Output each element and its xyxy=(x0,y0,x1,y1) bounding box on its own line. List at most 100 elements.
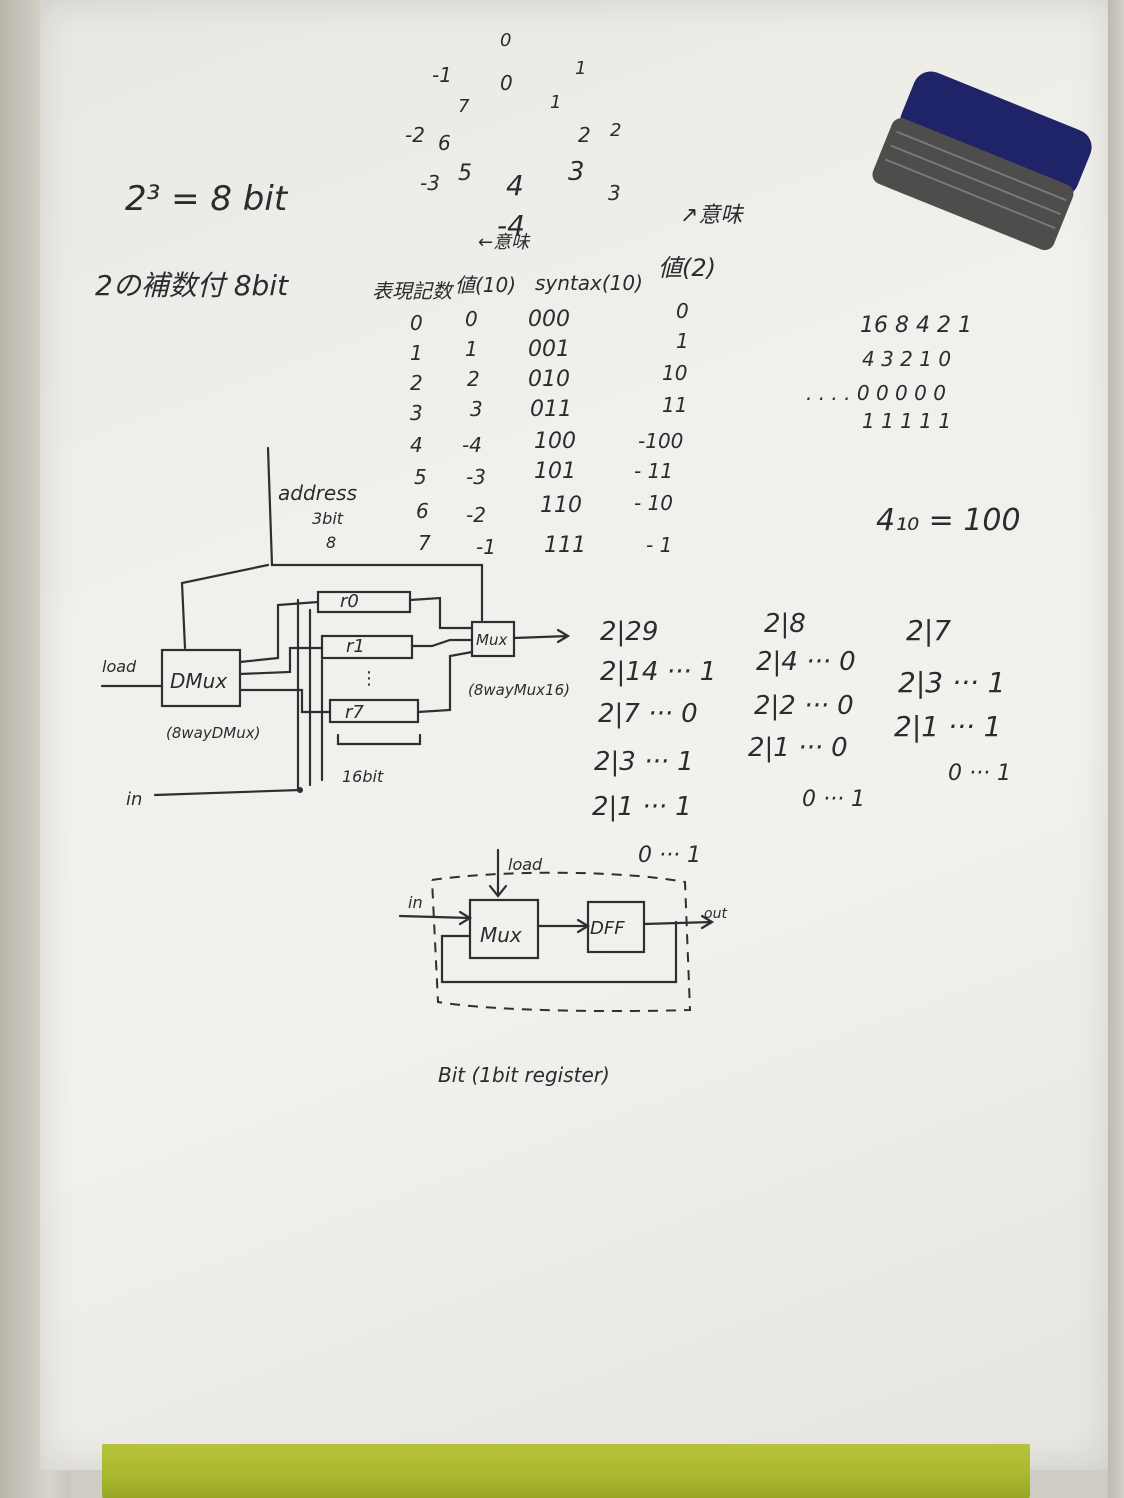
table-header: 表現記数 xyxy=(372,279,455,303)
svg-text:2|29: 2|29 xyxy=(600,617,658,647)
svg-text:110: 110 xyxy=(540,493,582,518)
table-row: 3 3 011 11 xyxy=(410,393,687,425)
svg-text:1: 1 xyxy=(410,341,423,365)
svg-text:-1: -1 xyxy=(476,535,496,559)
marker-tray xyxy=(102,1444,1030,1498)
svg-text:- 11: - 11 xyxy=(634,459,673,483)
power-note: 2³ = 8 bit xyxy=(125,179,289,219)
svg-text:2|1 ··· 0: 2|1 ··· 0 xyxy=(748,733,848,763)
triangle-value: 3 xyxy=(608,181,621,205)
table-row: 4 -4 100 -100 xyxy=(410,429,683,457)
dmux-label: DMux xyxy=(170,669,227,693)
bit-caption: Bit (1bit register) xyxy=(438,1063,610,1087)
zeros-row: . . . . 0 0 0 0 0 xyxy=(806,381,946,405)
number-triangle: 0 -1 0 1 7 1 -2 6 2 2 -3 5 4 3 3 -4 xyxy=(405,30,621,242)
triangle-value: -2 xyxy=(405,123,425,147)
svg-text:11: 11 xyxy=(662,393,687,417)
svg-text:010: 010 xyxy=(528,367,570,392)
bit-mux-block xyxy=(468,898,540,960)
svg-text:2|1 ··· 1: 2|1 ··· 1 xyxy=(592,792,692,822)
register-label: r0 xyxy=(340,591,359,612)
whiteboard xyxy=(40,0,1120,1470)
svg-text:0 ··· 1: 0 ··· 1 xyxy=(948,761,1011,786)
table-header: 値(2) xyxy=(658,254,716,282)
svg-text:2|7: 2|7 xyxy=(906,614,951,647)
triangle-top: 0 xyxy=(500,30,511,51)
bit-in-label: in xyxy=(408,893,423,912)
svg-text:111: 111 xyxy=(544,533,586,558)
register-block xyxy=(320,634,414,660)
svg-text:011: 011 xyxy=(530,397,572,422)
ram-circuit: address 3bit 8 load DMux (8wayDMux) r0 r… xyxy=(100,446,571,810)
svg-text:-100: -100 xyxy=(638,429,683,453)
table-header: 値(10) xyxy=(455,273,516,297)
table-annotation: ↗意味 xyxy=(680,203,744,228)
svg-text:2|3 ··· 1: 2|3 ··· 1 xyxy=(594,747,694,777)
svg-text:-4: -4 xyxy=(462,433,482,457)
table-row: 7 -1 111 - 1 xyxy=(418,531,672,559)
svg-text:2|4 ··· 0: 2|4 ··· 0 xyxy=(756,647,856,677)
register-label: ⋮ xyxy=(360,668,378,689)
triangle-value: 0 xyxy=(500,71,513,95)
triangle-value: 2 xyxy=(578,123,591,147)
svg-text:6: 6 xyxy=(416,499,429,523)
svg-text:0: 0 xyxy=(676,299,689,323)
table-header: syntax(10) xyxy=(535,271,643,295)
dmux-caption: (8wayDMux) xyxy=(166,724,260,742)
bit-out-label: out xyxy=(704,906,727,922)
width-label: 16bit xyxy=(342,767,384,786)
board-frame-edge xyxy=(1108,0,1124,1498)
dmux-block xyxy=(160,648,242,708)
division-8: 2|8 2|4 ··· 0 2|2 ··· 0 2|1 ··· 0 0 ··· … xyxy=(748,609,865,812)
svg-text:1: 1 xyxy=(676,329,689,353)
svg-text:2|8: 2|8 xyxy=(764,609,806,639)
triangle-value: 5 xyxy=(458,161,472,186)
address-label: address xyxy=(278,481,357,505)
weights-row: 16 8 4 2 1 xyxy=(860,313,972,338)
representation-table: ←意味 ↗意味 表現記数 値(10) syntax(10) 値(2) 0 0 0… xyxy=(372,203,744,559)
dff-label: DFF xyxy=(590,918,625,939)
table-row: 6 -2 110 - 10 xyxy=(416,491,673,527)
svg-text:7: 7 xyxy=(418,531,431,555)
svg-text:2|7 ··· 0: 2|7 ··· 0 xyxy=(598,699,698,729)
svg-text:2: 2 xyxy=(410,371,423,395)
svg-text:- 1: - 1 xyxy=(646,533,672,557)
svg-text:5: 5 xyxy=(414,465,427,489)
svg-text:- 10: - 10 xyxy=(634,491,673,515)
exponents-row: 4 3 2 1 0 xyxy=(862,347,951,371)
svg-text:0 ··· 1: 0 ··· 1 xyxy=(802,787,865,812)
triangle-value: -3 xyxy=(420,171,440,195)
triangle-value: 4 xyxy=(506,169,524,202)
triangle-value: 1 xyxy=(550,92,561,113)
base-note: 2の補数付 8bit xyxy=(95,269,289,302)
register-block xyxy=(328,698,420,724)
svg-text:-2: -2 xyxy=(466,503,486,527)
table-row: 0 0 000 0 xyxy=(410,299,689,335)
triangle-bottom: -4 xyxy=(497,209,525,242)
triangle-value: 7 xyxy=(458,96,470,117)
eraser xyxy=(872,71,1092,251)
triangle-value: -1 xyxy=(432,63,452,87)
table-row: 5 -3 101 - 11 xyxy=(414,459,673,489)
register-block xyxy=(316,590,412,614)
address-bits-label: 3bit xyxy=(312,509,344,528)
svg-text:000: 000 xyxy=(528,307,570,332)
division-7: 2|7 2|3 ··· 1 2|1 ··· 1 0 ··· 1 xyxy=(894,614,1011,786)
svg-text:3: 3 xyxy=(470,397,483,421)
division-29: 2|29 2|14 ··· 1 2|7 ··· 0 2|3 ··· 1 2|1 … xyxy=(592,617,716,868)
svg-text:4: 4 xyxy=(410,433,423,457)
svg-text:2|1 ··· 1: 2|1 ··· 1 xyxy=(894,710,1001,743)
svg-text:10: 10 xyxy=(662,361,687,385)
triangle-value: 3 xyxy=(568,157,585,187)
svg-text:001: 001 xyxy=(528,337,570,362)
bit-mux-label: Mux xyxy=(480,923,522,947)
address-count-label: 8 xyxy=(326,533,336,552)
svg-text:2|2 ··· 0: 2|2 ··· 0 xyxy=(754,691,854,721)
svg-text:2|3 ··· 1: 2|3 ··· 1 xyxy=(898,666,1005,699)
svg-text:101: 101 xyxy=(534,459,576,484)
ones-row: 1 1 1 1 1 xyxy=(862,409,951,433)
load-label: load xyxy=(102,657,137,676)
triangle-value: 6 xyxy=(438,131,451,155)
triangle-value: 1 xyxy=(575,58,586,79)
